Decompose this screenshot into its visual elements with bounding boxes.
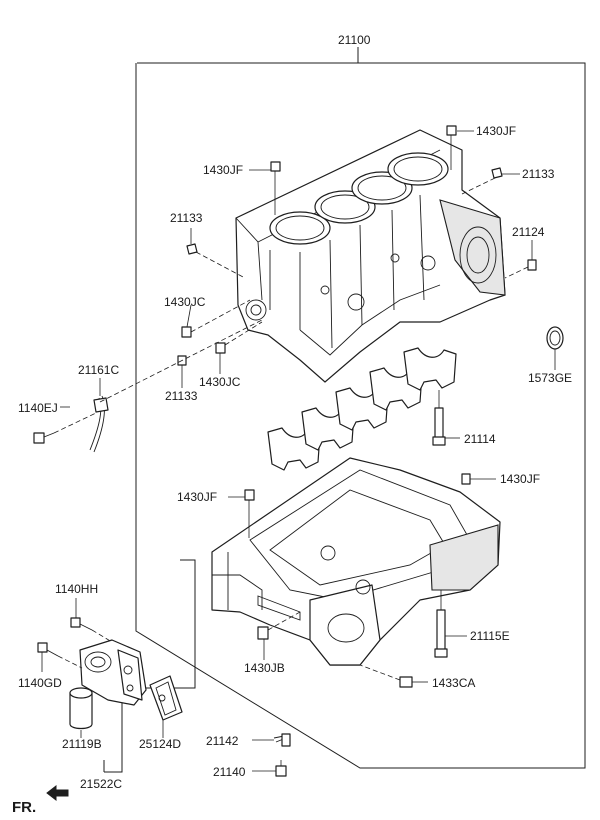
dowel-1430jc-a <box>181 326 192 338</box>
label-1430jf-pan-right: 1430JF <box>500 472 540 486</box>
label-21522c: 21522C <box>80 777 122 791</box>
label-1430jf-top: 1430JF <box>476 124 516 138</box>
dowel-1430jb <box>257 626 269 640</box>
label-1140hh: 1140HH <box>55 582 98 596</box>
plug-21124 <box>527 259 537 271</box>
plug-21133-left <box>186 243 198 255</box>
label-fr: FR. <box>12 799 36 816</box>
bolt-21115e <box>434 590 448 658</box>
label-21119b: 21119B <box>62 737 102 751</box>
front-arrow-icon <box>46 784 69 802</box>
label-25124d: 25124D <box>139 737 181 751</box>
oil-filter <box>69 687 93 730</box>
label-1573ge: 1573GE <box>528 371 572 385</box>
dowel-1430jf-pan-right <box>461 473 471 485</box>
plug-21140 <box>275 760 287 777</box>
label-21114: 21114 <box>464 432 496 446</box>
label-1140gd: 1140GD <box>18 676 62 690</box>
bolt-21114 <box>432 390 446 446</box>
label-1430jf-pan-left: 1430JF <box>177 490 217 504</box>
label-1433ca: 1433CA <box>432 676 475 690</box>
oil-gauge-tube <box>89 395 109 453</box>
label-21124: 21124 <box>512 225 545 239</box>
label-21133-left: 21133 <box>170 211 203 225</box>
label-1430jc-b: 1430JC <box>199 375 241 389</box>
dowel-1430jf-left <box>270 161 281 215</box>
part-labels: 21100 1430JF 1430JF 21133 21133 21124 14… <box>12 33 572 816</box>
lower-crankcase <box>211 457 501 666</box>
dowel-1430jf-pan-left <box>244 489 255 501</box>
leader-lines <box>41 130 556 772</box>
label-21161c: 21161C <box>78 363 119 377</box>
main-bearing-caps <box>267 347 457 471</box>
sensor-21142 <box>273 733 291 747</box>
label-21115e: 21115E <box>470 629 510 643</box>
bolt-1140gd <box>37 642 83 669</box>
cylinder-block <box>235 129 506 383</box>
label-1430jb: 1430JB <box>244 661 285 675</box>
cylinder-bores <box>269 152 449 245</box>
label-21142: 21142 <box>206 734 239 748</box>
plug-21133-right <box>491 167 503 179</box>
label-1430jc-a: 1430JC <box>164 295 206 309</box>
dowel-1430jc-b <box>215 342 226 354</box>
dowel-1430jf-top <box>446 125 457 170</box>
label-1140ej: 1140EJ <box>18 401 58 415</box>
plug-1433ca <box>359 664 413 688</box>
bolt-1140hh <box>70 617 113 643</box>
filter-gasket <box>149 675 183 721</box>
label-21133-bottom: 21133 <box>165 389 198 403</box>
o-ring <box>546 326 564 350</box>
label-21100: 21100 <box>338 33 371 47</box>
label-21133-right: 21133 <box>522 167 555 181</box>
bolt-1140ej <box>33 319 263 444</box>
label-1430jf-left: 1430JF <box>203 163 243 177</box>
fasteners <box>33 125 537 777</box>
label-21140: 21140 <box>213 765 246 779</box>
oil-filter-housing <box>79 639 147 706</box>
